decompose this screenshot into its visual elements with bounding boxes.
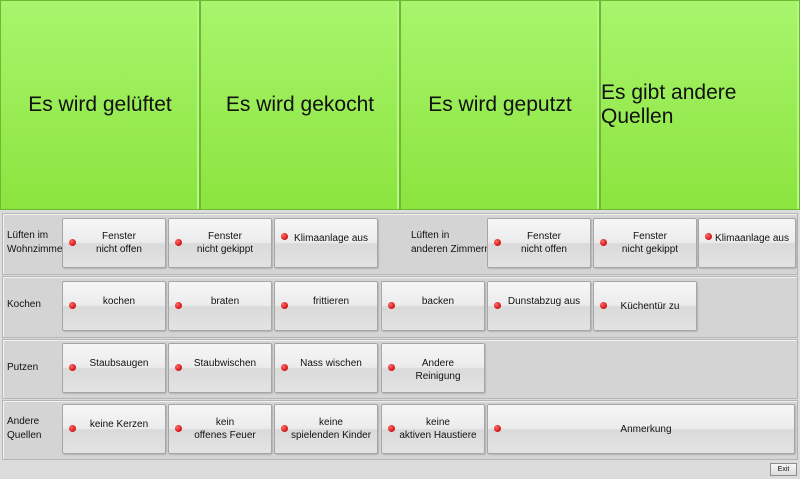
status-indicator-icon [175,239,182,246]
toggle-braten[interactable]: braten [168,281,272,331]
status-indicator-icon [69,302,76,309]
row-andere-quellen: Andere Quellen keine Kerzen kein offenes… [2,400,798,460]
status-indicator-icon [281,425,288,432]
toggle-klimaanlage-aus-wohnzimmer[interactable]: Klimaanlage aus [274,218,378,268]
status-indicator-icon [69,425,76,432]
status-indicator-icon [281,302,288,309]
status-indicator-icon [281,233,288,240]
toggle-keine-kerzen[interactable]: keine Kerzen [62,404,166,454]
category-kochen-button[interactable]: Es wird gekocht [200,0,400,210]
row-label-putzen: Putzen [7,362,39,373]
toggle-kein-offenes-feuer[interactable]: kein offenes Feuer [168,404,272,454]
status-indicator-icon [69,364,76,371]
status-indicator-icon [175,425,182,432]
toggle-fenster-nicht-offen-andere[interactable]: Fenster nicht offen [487,218,591,268]
row-putzen: Putzen Staubsaugen Staubwischen Nass wis… [2,339,798,399]
toggle-keine-spielenden-kinder[interactable]: keine spielenden Kinder [274,404,378,454]
toggle-fenster-nicht-gekippt-wohnzimmer[interactable]: Fenster nicht gekippt [168,218,272,268]
row-lueften: Lüften im Wohnzimmer Fenster nicht offen… [2,213,798,275]
toggle-anmerkung[interactable]: Anmerkung [487,404,795,454]
status-indicator-icon [388,364,395,371]
row-kochen: Kochen kochen braten frittieren backen D… [2,276,798,338]
status-indicator-icon [705,233,712,240]
status-indicator-icon [388,302,395,309]
status-indicator-icon [494,302,501,309]
status-indicator-icon [494,425,501,432]
row-label-kochen: Kochen [7,299,41,310]
status-indicator-icon [175,302,182,309]
category-andere-button[interactable]: Es gibt andere Quellen [600,0,800,210]
status-indicator-icon [494,239,501,246]
toggle-staubsaugen[interactable]: Staubsaugen [62,343,166,393]
toggle-frittieren[interactable]: frittieren [274,281,378,331]
category-bar: Es wird gelüftet Es wird gekocht Es wird… [0,0,800,212]
category-putzen-button[interactable]: Es wird geputzt [400,0,600,210]
status-indicator-icon [600,302,607,309]
toggle-kuechentuer-zu[interactable]: Küchentür zu [593,281,697,331]
toggle-andere-reinigung[interactable]: Andere Reinigung [381,343,485,393]
toggle-keine-aktiven-haustiere[interactable]: keine aktiven Haustiere [381,404,485,454]
row-label-andere: Andere Quellen [7,416,42,441]
exit-button[interactable]: Exit [770,463,797,476]
toggle-kochen[interactable]: kochen [62,281,166,331]
status-indicator-icon [600,239,607,246]
toggle-fenster-nicht-offen-wohnzimmer[interactable]: Fenster nicht offen [62,218,166,268]
toggle-staubwischen[interactable]: Staubwischen [168,343,272,393]
toggle-dunstabzug-aus[interactable]: Dunstabzug aus [487,281,591,331]
status-indicator-icon [175,364,182,371]
toggle-klimaanlage-aus-andere[interactable]: Klimaanlage aus [698,218,796,268]
toggle-nass-wischen[interactable]: Nass wischen [274,343,378,393]
status-indicator-icon [281,364,288,371]
row-label-lueften: Lüften im Wohnzimmer [7,230,66,255]
toggle-backen[interactable]: backen [381,281,485,331]
status-indicator-icon [69,239,76,246]
category-lueften-button[interactable]: Es wird gelüftet [0,0,200,210]
row-sublabel-andere-zimmer: Lüften in anderen Zimmern [411,230,490,255]
status-indicator-icon [388,425,395,432]
toggle-fenster-nicht-gekippt-andere[interactable]: Fenster nicht gekippt [593,218,697,268]
